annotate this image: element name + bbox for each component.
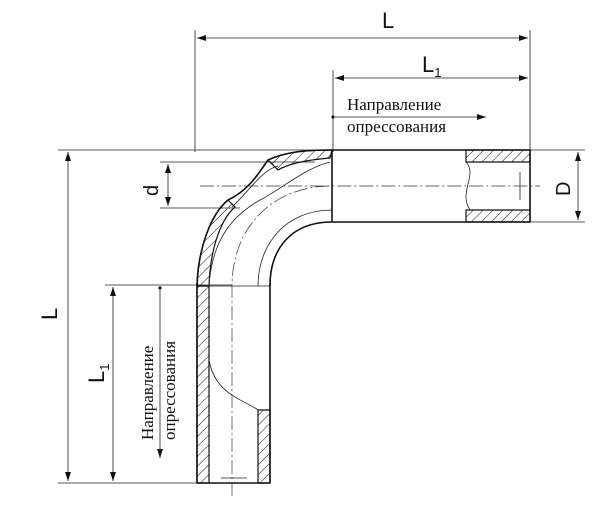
pressing-direction-vertical: Направление опрессования (138, 286, 179, 458)
pipe-elbow (196, 149, 540, 496)
pressing-direction-horizontal: Направление опрессования (331, 95, 486, 136)
dimension-D-label: D (553, 182, 575, 196)
dimension-L-left: L (37, 149, 332, 484)
dimension-L1-top: L1 (332, 52, 528, 152)
dimension-L1-left-subscript: 1 (97, 364, 112, 371)
pressing-direction-h-line2: опрессования (347, 117, 446, 136)
dimension-L1-left: L1 (84, 284, 232, 481)
dimension-L-top: L (194, 8, 531, 152)
dimension-L1-subscript: 1 (434, 65, 441, 80)
dimension-L1-label: L (422, 52, 434, 77)
dimension-L1-left-label: L (84, 371, 109, 383)
dimension-L-label: L (382, 8, 394, 33)
svg-text:L1: L1 (422, 52, 441, 80)
dimension-D: D (530, 149, 585, 223)
pressing-direction-h-line1: Направление (347, 95, 441, 114)
dimension-d-label: d (141, 185, 163, 196)
pressing-direction-v-line2: опрессования (160, 341, 179, 440)
pressing-direction-v-line1: Направление (138, 346, 157, 440)
svg-text:L1: L1 (84, 364, 112, 383)
dimension-L-left-label: L (37, 308, 62, 320)
